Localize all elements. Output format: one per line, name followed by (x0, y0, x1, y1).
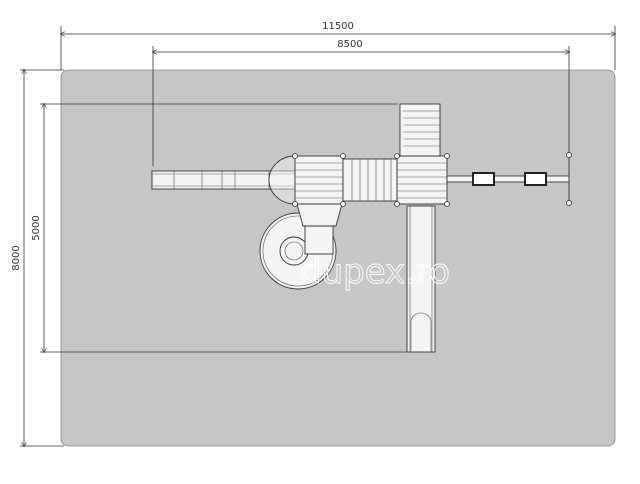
spiral-slide (259, 203, 343, 290)
access-ladder (399, 103, 441, 157)
round-platform (268, 155, 296, 205)
dimension-8000: 8000 (11, 70, 64, 446)
posts (292, 153, 450, 207)
straight-slide (406, 205, 436, 353)
dimension-label-equipment-depth: 5000 (31, 215, 42, 240)
swing-seat (472, 172, 495, 186)
dimension-label-width: 11500 (322, 21, 354, 32)
watermark: dupex.ro (300, 252, 450, 292)
deck-left (294, 155, 344, 205)
dimension-8500: 8500 (153, 39, 569, 166)
swing-seat (524, 172, 547, 186)
dimension-label-equipment-width: 8500 (337, 39, 362, 50)
slat-bridge (342, 158, 398, 202)
dimension-11500: 11500 (61, 21, 615, 70)
swing-set (446, 152, 572, 206)
dimension-5000: 5000 (31, 104, 407, 352)
dimension-label-depth: 8000 (11, 245, 22, 270)
deck-right (396, 155, 448, 205)
